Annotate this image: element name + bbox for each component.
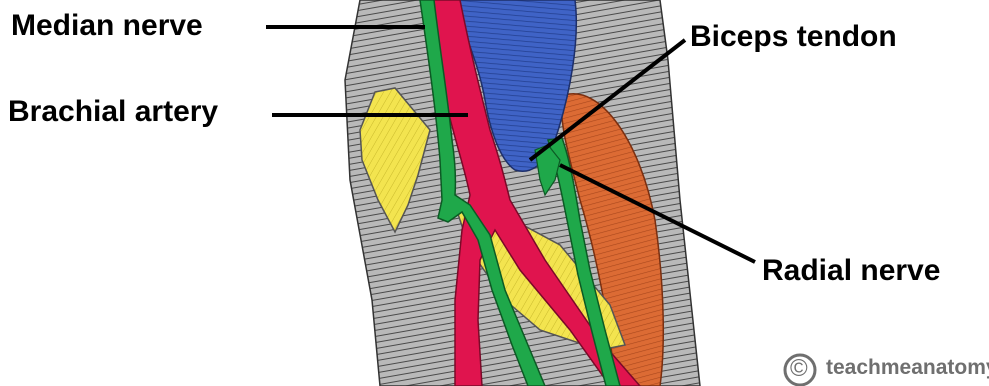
copyright-symbol: © <box>790 357 808 381</box>
label-biceps-tendon: Biceps tendon <box>690 22 897 52</box>
label-median-nerve: Median nerve <box>11 11 203 41</box>
watermark-text: teachmeanatomy <box>826 357 989 378</box>
label-radial-nerve: Radial nerve <box>762 256 940 286</box>
label-brachial-artery: Brachial artery <box>8 97 218 127</box>
